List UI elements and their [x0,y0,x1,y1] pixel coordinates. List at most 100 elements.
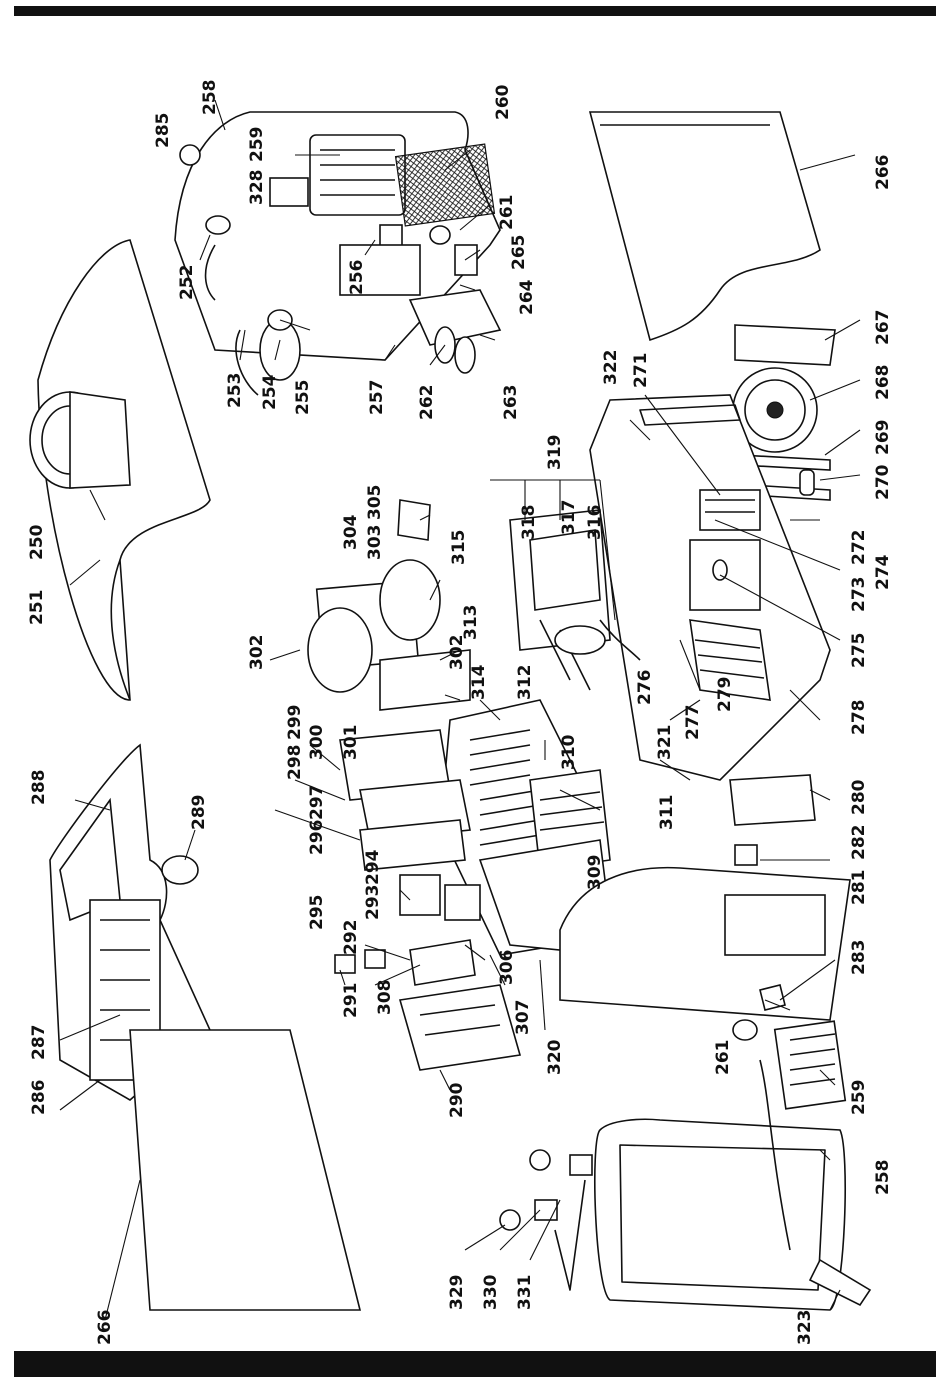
callout-301: 301 [341,725,361,761]
side-panel-upper-part [588,111,821,342]
transformer-part [509,509,641,691]
callout-303: 303 [365,525,385,561]
callout-305: 305 [365,485,385,521]
callout-320: 320 [545,1039,565,1075]
callout-323: 323 [795,1310,815,1346]
callout-304: 304 [341,514,361,550]
callout-306: 306 [497,950,517,986]
callout-295: 295 [307,895,327,931]
lifting-eye-and-handle-part [179,144,593,1291]
callout-257: 257 [367,380,387,416]
callout-319: 319 [545,435,565,471]
callout-297: 297 [307,785,327,821]
callout-285: 285 [153,113,173,149]
bottom-rule-bar [14,1351,936,1377]
handle-frame-part [593,1059,872,1311]
callout-266-lower: 266 [95,1310,115,1346]
callout-261: 261 [497,195,517,231]
callout-286: 286 [29,1080,49,1116]
callout-266: 266 [873,155,893,191]
callout-273: 273 [849,577,869,613]
fan-assembly-part [732,324,836,453]
callout-256: 256 [347,260,367,296]
callout-278: 278 [849,700,869,736]
bracket-part [379,649,471,711]
callout-255: 255 [293,380,313,416]
callout-310: 310 [559,734,579,770]
control-board-part [398,984,522,1071]
callout-293: 293 [363,885,383,921]
callout-296: 296 [307,820,327,856]
callout-268: 268 [873,365,893,401]
cable-and-fittings-part [204,244,502,396]
callout-321: 321 [655,725,675,761]
main-chassis-part [589,394,831,781]
callout-291: 291 [341,983,361,1019]
callout-318: 318 [519,505,539,541]
side-panel-lower-part [129,1029,362,1311]
callout-263: 263 [501,385,521,421]
callout-316: 316 [585,505,605,541]
callout-259-lower: 259 [849,1080,869,1116]
callout-330: 330 [481,1274,501,1310]
callout-279: 279 [715,677,735,713]
callout-253: 253 [225,373,245,409]
callout-259: 259 [247,127,267,163]
capacitor-board-part [307,499,441,693]
rear-cover-part [559,774,851,1021]
callout-302-lower: 302 [447,635,467,671]
callout-282: 282 [849,825,869,861]
callout-275: 275 [849,633,869,669]
callout-251: 251 [27,590,47,626]
callout-315: 315 [449,530,469,566]
callout-277: 277 [683,705,703,741]
leader-lines [59,99,861,1321]
callout-307: 307 [513,1000,533,1036]
callout-271: 271 [631,353,651,389]
power-modules-part [334,874,481,986]
callout-258: 258 [200,80,220,116]
callout-269: 269 [873,420,893,456]
callout-264: 264 [517,279,537,315]
callout-262: 262 [417,385,437,421]
callout-331: 331 [515,1275,535,1311]
callout-317: 317 [559,500,579,536]
callout-312: 312 [515,665,535,701]
callout-309: 309 [585,855,605,891]
callout-290: 290 [447,1082,467,1118]
callout-274: 274 [873,554,893,590]
callout-281: 281 [849,870,869,906]
callout-250: 250 [27,524,47,560]
callout-272: 272 [849,530,869,566]
callout-308: 308 [375,980,395,1016]
callout-270: 270 [873,464,893,500]
callout-287: 287 [29,1025,49,1061]
callout-311: 311 [657,795,677,831]
insulating-plates-part [339,729,471,871]
callout-329: 329 [447,1275,467,1311]
speaker-part [29,391,131,489]
callout-294: 294 [363,849,383,885]
top-rule-bar [14,6,936,16]
callout-254: 254 [260,374,280,410]
callout-298: 298 [285,745,305,781]
callout-267: 267 [873,310,893,346]
callout-280: 280 [849,779,869,815]
callout-252: 252 [177,265,197,301]
callout-313: 313 [461,605,481,641]
callout-292: 292 [341,920,361,956]
callout-283: 283 [849,940,869,976]
callout-328: 328 [247,170,267,206]
callout-labels: 250 251 252 253 254 255 256 257 258 259 … [27,80,893,1346]
callout-314: 314 [469,664,489,700]
callout-261-lower: 261 [713,1040,733,1076]
callout-288: 288 [29,770,49,806]
callout-299: 299 [285,705,305,741]
callout-265: 265 [509,235,529,271]
callout-258-lower: 258 [873,1160,893,1196]
callout-276: 276 [635,670,655,706]
callout-322: 322 [601,350,621,386]
callout-300: 300 [307,724,327,760]
callout-302: 302 [247,635,267,671]
